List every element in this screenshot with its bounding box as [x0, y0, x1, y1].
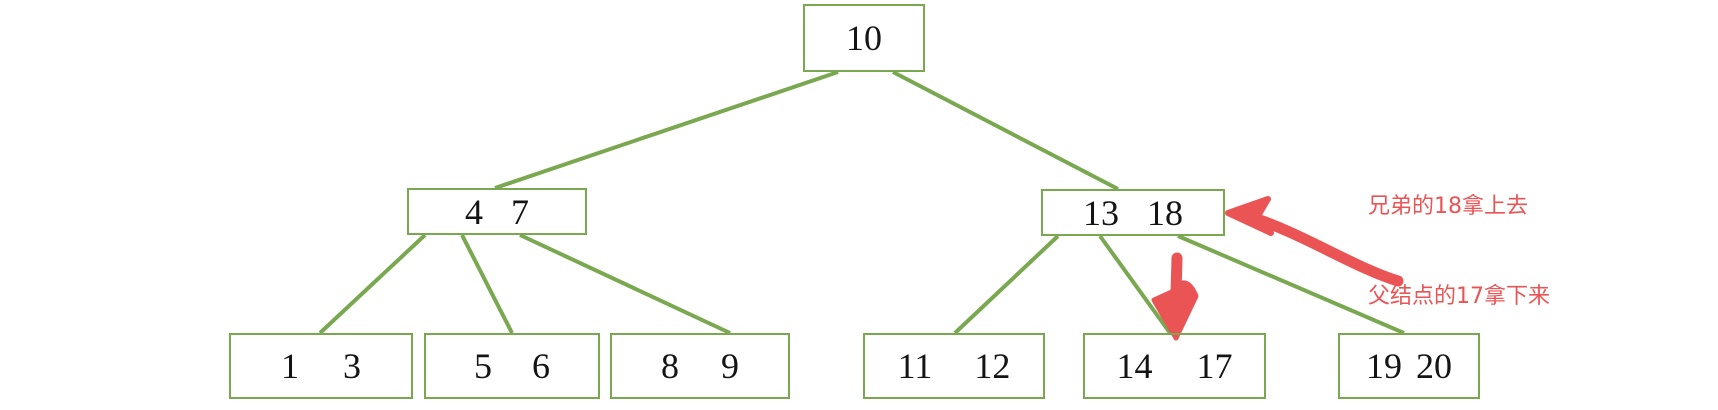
btree-node-11-12: 11 12 — [863, 333, 1045, 399]
node-key: 3 — [343, 346, 361, 386]
node-key: 6 — [532, 346, 550, 386]
edge-n-4-7-to-n-8-9 — [519, 233, 731, 335]
edge-n-4-7-to-n-5-6 — [460, 234, 514, 334]
node-key: 8 — [661, 346, 679, 386]
node-key: 12 — [974, 346, 1011, 386]
annotation-line-2: 父结点的17拿下来 — [1368, 284, 1550, 309]
node-keys: 10 — [846, 20, 882, 56]
node-key: 10 — [846, 18, 882, 58]
annotation-text: 兄弟的18拿上去 父结点的17拿下来 — [1368, 132, 1550, 372]
btree-node-root: 10 — [803, 4, 925, 72]
node-key: 14 — [1116, 346, 1153, 386]
edge-n-13-18-to-n-14-17 — [1098, 234, 1172, 335]
node-key: 4 — [465, 191, 483, 232]
node-key: 18 — [1147, 192, 1183, 233]
node-key: 11 — [897, 346, 933, 386]
node-key: 7 — [511, 191, 529, 232]
edge-root-to-n-4-7 — [494, 70, 839, 190]
node-key: 1 — [281, 346, 299, 386]
edge-n-13-18-to-n-11-12 — [953, 234, 1060, 335]
edge-n-4-7-to-n-1-3 — [318, 233, 427, 335]
edge-n-13-18-to-n-19-20 — [1177, 234, 1405, 335]
node-key: 13 — [1083, 192, 1119, 233]
curved-arrow-to-13-18 — [1225, 196, 1404, 287]
node-key: 9 — [721, 346, 739, 386]
node-keys: 13 18 — [1083, 195, 1183, 231]
node-keys: 11 12 — [898, 348, 1011, 384]
down-arrow-to-14-17 — [1151, 252, 1199, 341]
node-key: 19 — [1366, 346, 1402, 386]
btree-node-13-18: 13 18 — [1041, 189, 1225, 236]
node-key: 20 — [1416, 346, 1452, 386]
edge-root-to-n-13-18 — [892, 70, 1119, 191]
node-keys: 14 17 — [1117, 348, 1233, 384]
annotation-line-1: 兄弟的18拿上去 — [1368, 194, 1528, 219]
btree-node-14-17: 14 17 — [1083, 333, 1266, 399]
node-key: 5 — [474, 346, 492, 386]
edge-group — [318, 70, 1405, 335]
node-key: 17 — [1196, 346, 1233, 386]
